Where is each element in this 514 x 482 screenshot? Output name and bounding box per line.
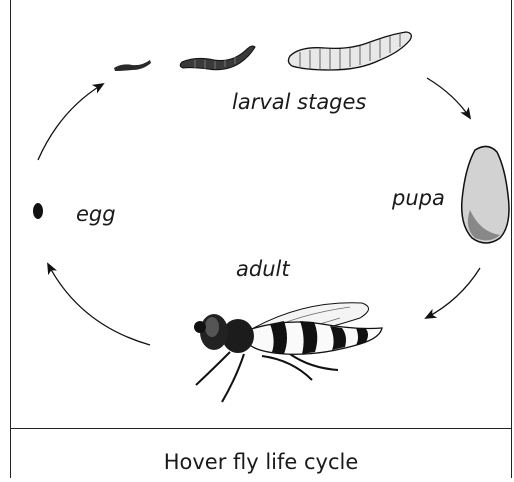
adult-label: adult — [236, 257, 290, 281]
figure-caption: Hover fly life cycle — [10, 450, 512, 474]
larva-large-icon — [288, 32, 411, 70]
arrow-adult-to-egg — [48, 264, 150, 345]
adult-fly-icon — [194, 303, 382, 402]
pupa-icon — [462, 146, 509, 243]
larval-stages-label: larval stages — [232, 90, 366, 114]
egg-label: egg — [76, 202, 116, 226]
arrow-egg-to-larva — [38, 84, 103, 160]
arrow-larva-to-pupa — [427, 78, 470, 118]
pupa-label: pupa — [392, 186, 445, 210]
egg-icon — [33, 203, 43, 219]
larva-medium-icon — [180, 46, 255, 70]
arrow-pupa-to-adult — [426, 268, 480, 318]
larva-small-icon — [114, 60, 151, 71]
